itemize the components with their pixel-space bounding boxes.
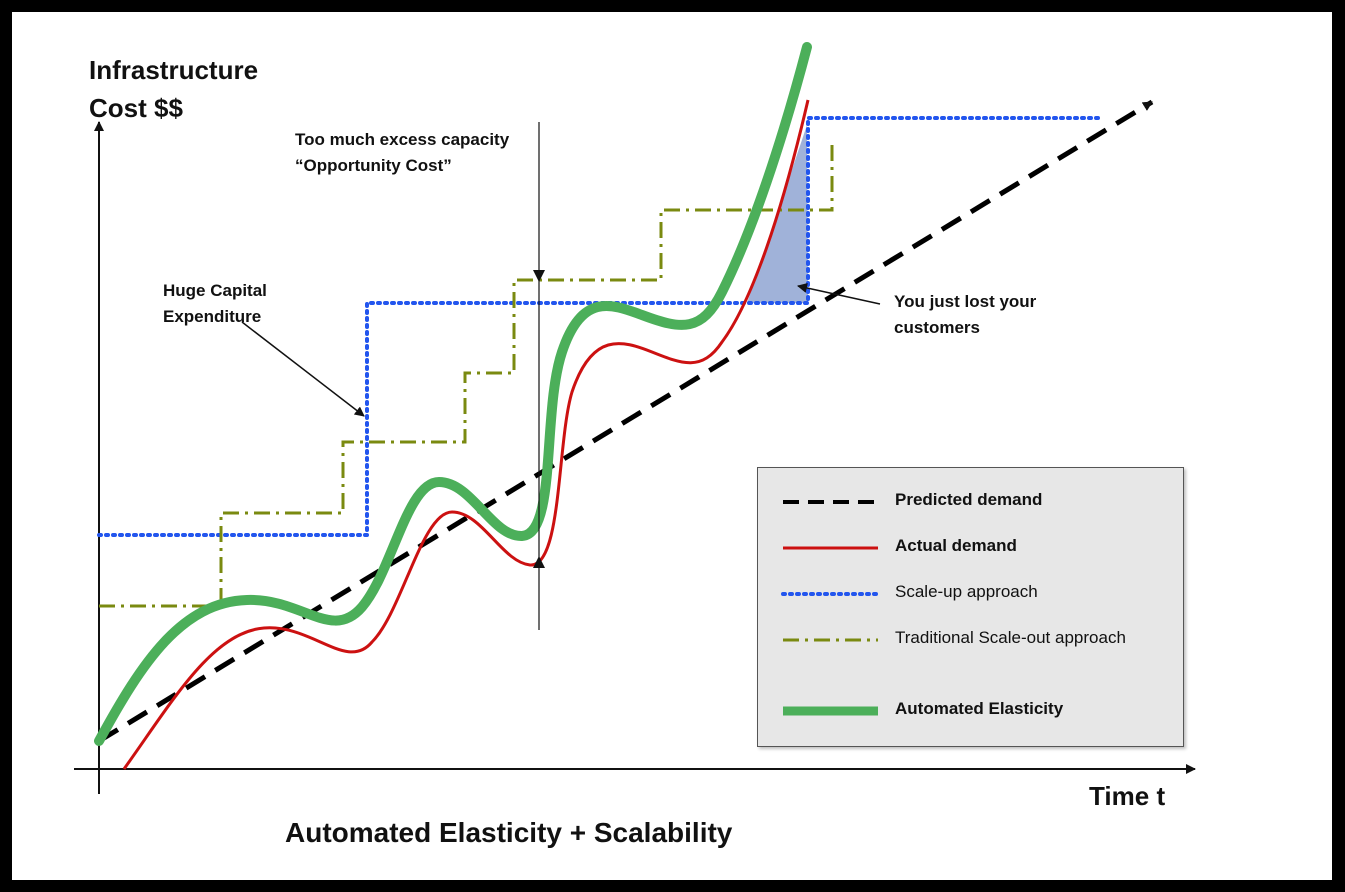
capex-arrow xyxy=(241,321,365,417)
lost-annotation-line1: You just lost your xyxy=(894,292,1037,311)
legend-label-actual-demand: Actual demand xyxy=(895,536,1017,555)
series-automated-elasticity xyxy=(94,42,812,746)
capex-annotation-line2: Expenditure xyxy=(163,307,261,326)
y-axis-label-line1: Infrastructure xyxy=(89,55,258,85)
legend-label-predicted-demand: Predicted demand xyxy=(895,490,1043,509)
excess-arrow-down xyxy=(533,270,545,282)
legend-label-automated-elasticity: Automated Elasticity xyxy=(895,699,1064,718)
legend-label-scale-out: Traditional Scale-out approach xyxy=(895,628,1126,647)
legend-swatches xyxy=(781,500,880,716)
series-traditional-scale-out xyxy=(99,142,834,608)
capex-annotation-line1: Huge Capital xyxy=(163,281,267,300)
excess-arrow-up xyxy=(533,556,545,568)
series-predicted-demand xyxy=(97,99,1154,744)
y-axis-label-line2: Cost $$ xyxy=(89,93,183,123)
excess-annotation-line2: “Opportunity Cost” xyxy=(295,156,452,175)
lost-annotation-line2: customers xyxy=(894,318,980,337)
series-layer xyxy=(94,42,1154,770)
chart-legend: Predicted demand Actual demand Scale-up … xyxy=(757,467,1184,747)
chart-title: Automated Elasticity + Scalability xyxy=(285,817,733,848)
legend-label-scale-up: Scale-up approach xyxy=(895,582,1038,601)
chart-frame: Infrastructure Cost $$ Time t Automated … xyxy=(12,12,1332,880)
x-axis-label: Time t xyxy=(1089,781,1165,811)
excess-annotation-line1: Too much excess capacity xyxy=(295,130,510,149)
series-scale-up-approach-steps xyxy=(97,116,1104,537)
chart-svg: Infrastructure Cost $$ Time t Automated … xyxy=(74,42,1196,848)
series-actual-demand xyxy=(122,99,810,770)
lost-customers-arrow xyxy=(797,283,881,305)
